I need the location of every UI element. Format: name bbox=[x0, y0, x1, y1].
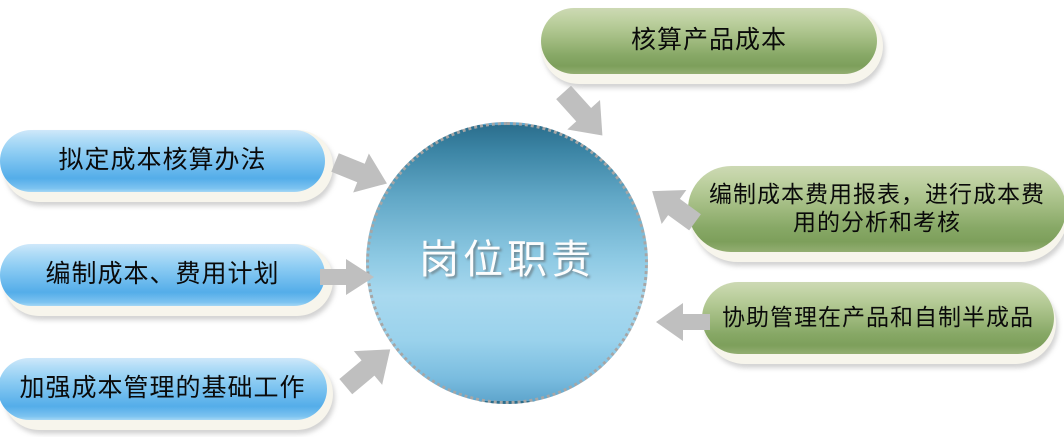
node-right-1-label: 编制成本费用报表，进行成本费用的分析和考核 bbox=[709, 182, 1045, 235]
arrow-right-2-icon bbox=[654, 300, 712, 344]
node-left-1-label: 拟定成本核算办法 bbox=[58, 146, 267, 174]
center-node[interactable]: 岗位职责 bbox=[366, 122, 648, 404]
node-left-2-label: 编制成本、费用计划 bbox=[45, 260, 280, 288]
arrow-left-2-icon bbox=[318, 256, 376, 298]
center-node-label: 岗位职责 bbox=[419, 237, 595, 282]
node-top-label: 核算产品成本 bbox=[630, 26, 787, 54]
node-left-3[interactable]: 加强成本管理的基础工作 bbox=[0, 358, 327, 420]
node-left-2[interactable]: 编制成本、费用计划 bbox=[0, 244, 325, 306]
arrow-top-icon bbox=[550, 84, 616, 144]
arrow-left-1-icon bbox=[330, 145, 392, 201]
arrow-right-1-icon bbox=[645, 180, 703, 234]
node-left-1[interactable]: 拟定成本核算办法 bbox=[0, 130, 325, 192]
node-right-2-label: 协助管理在产品和自制半成品 bbox=[722, 305, 1034, 331]
arrow-left-3-icon bbox=[336, 338, 400, 398]
node-top[interactable]: 核算产品成本 bbox=[541, 8, 877, 74]
node-right-1[interactable]: 编制成本费用报表，进行成本费用的分析和考核 bbox=[688, 166, 1064, 252]
node-right-2[interactable]: 协助管理在产品和自制半成品 bbox=[702, 282, 1054, 354]
node-left-3-label: 加强成本管理的基础工作 bbox=[19, 374, 306, 402]
